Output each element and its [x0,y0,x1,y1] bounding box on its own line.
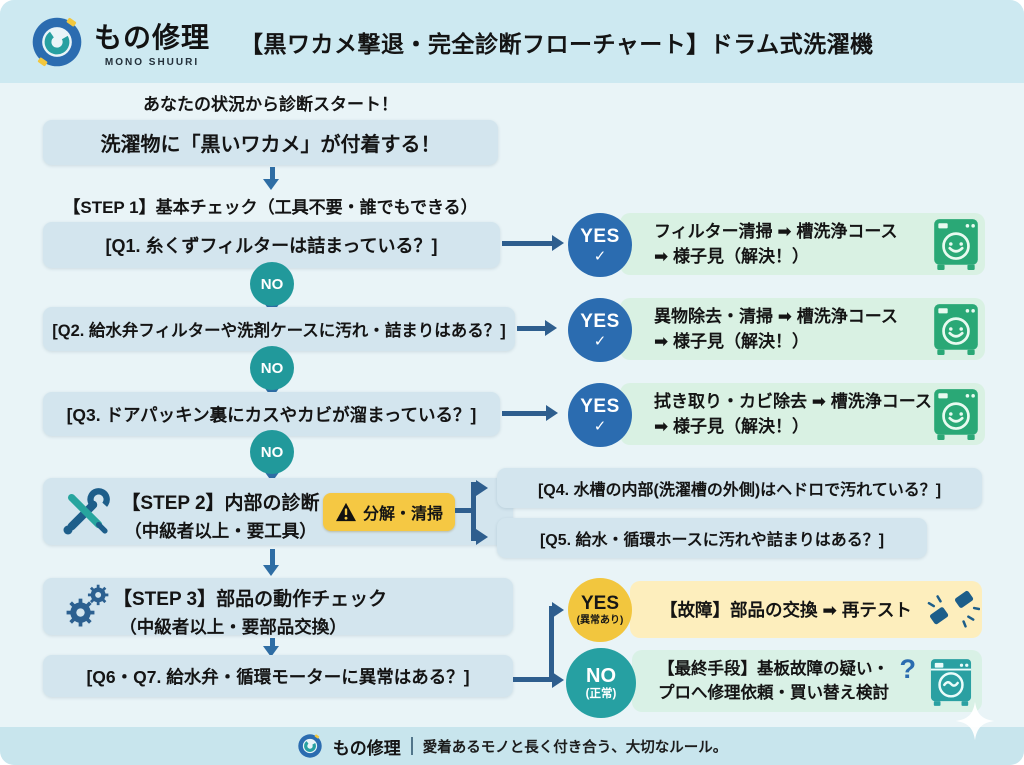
brand-name: もの修理 [94,21,211,53]
broken-part-icon [927,590,980,628]
no-label: NO [586,664,616,687]
connector-branch-vertical [471,482,476,541]
result-line: フィルター清掃 ➡ 槽洗浄コース [654,222,898,241]
result-line: ➡ 様子見（解決！） [654,332,809,351]
yes-label: YES [580,310,620,332]
washing-machine-happy-icon [934,389,978,440]
yes-sub-label: (異常あり) [576,614,624,626]
yes-badge-q3: YES ✓ [568,383,632,447]
arrow-right-icon [546,405,558,421]
arrow-right-icon [552,672,564,688]
connector-step3-q67 [270,638,275,646]
arrow-down-icon [264,471,280,482]
result-line: 異物除去・清掃 ➡ 槽洗浄コース [654,307,898,326]
yes-badge-q2: YES ✓ [568,298,632,362]
brand-logo-icon [32,17,82,66]
step3-subtitle: （中級者以上・要部品交換） [119,617,347,637]
fault-box: 【故障】部品の交換 ➡ 再テスト [630,581,982,638]
connector-q2-yes [517,326,547,331]
footer-brand: もの修理 [332,738,401,758]
question-box-q5: [Q5. 給水・循環ホースに汚れや詰まりはある？] [497,518,927,558]
question-mark-icon: ? [899,654,917,684]
result-box-q2: 異物除去・清掃 ➡ 槽洗浄コース ➡ 様子見（解決！） [620,298,985,360]
yes-fault-badge: YES (異常あり) [568,578,632,642]
connector-q67-branch [513,677,551,682]
footer: もの修理 愛着あるモノと長く付き合う、大切なルール。 [0,727,1024,765]
no-sub-label: (正常) [585,687,617,700]
gears-icon [66,584,109,627]
arrow-right-icon [545,320,557,336]
start-box: 洗濯物に「黒いワカメ」が付着する！ [43,120,498,165]
yes-label: YES [580,395,620,417]
arrow-right-icon [552,235,564,251]
question-box-q1: [Q1. 糸くずフィルターは詰まっている？] [43,222,500,268]
yes-label: YES [580,593,620,615]
result-line: ➡ 様子見（解決！） [654,247,809,266]
footer-logo-icon [298,734,322,758]
footer-divider [410,737,413,755]
yes-badge-q1: YES ✓ [568,213,632,277]
tools-icon [63,488,110,535]
question-box-q4: [Q4. 水槽の内部(洗濯槽の外側)はヘドロで汚れている？] [497,468,982,508]
question-box-q67: [Q6・Q7. 給水弁・循環モーターに異常はある？] [43,655,513,697]
question-box-q3: [Q3. ドアパッキン裏にカスやカビが溜まっている？] [43,392,500,436]
question-box-q2: [Q2. 給水弁フィルターや洗剤ケースに汚れ・詰まりはある？] [43,307,515,351]
connector-step2-branch [455,508,473,513]
washing-machine-happy-icon [934,304,978,355]
brand-block: もの修理 MONO SHUURI [94,16,210,68]
arrow-right-icon [552,602,564,618]
connector-branch-vertical [549,606,554,682]
no-badge-q2: NO [250,346,294,390]
footer-tagline: 愛着あるモノと長く付き合う、大切なルール。 [422,739,728,756]
brand-subtitle: MONO SHUURI [104,56,200,68]
step2-title: 【STEP 2】内部の診断 [121,493,320,514]
no-final-badge: NO (正常) [566,648,636,718]
warning-badge: 分解・清掃 [323,493,455,531]
connector-step2-step3 [270,549,275,565]
step3-title: 【STEP 3】部品の動作チェック [113,589,388,610]
fault-text: 【故障】部品の交換 ➡ 再テスト [660,600,912,620]
step1-label: 【STEP 1】基本チェック（工具不要・誰でもできる） [63,197,478,217]
connector-q3-yes [502,411,548,416]
step2-text: 【STEP 2】内部の診断 （中級者以上・要工具） [113,488,328,543]
warning-triangle-icon [335,502,356,522]
yes-label: YES [580,225,620,247]
result-box-q3: 拭き取り・カビ除去 ➡ 槽洗浄コース ➡ 様子見（解決！） [620,383,985,445]
connector-start-step1 [270,167,275,179]
result-line: ➡ 様子見（解決！） [654,417,809,436]
washing-machine-question-icon [930,659,972,706]
final-box: 【最終手段】基板故障の疑い・ プロへ修理依頼・買い替え検討 ? [632,650,982,712]
arrow-down-icon [263,565,279,576]
connector-q1-yes [502,241,554,246]
result-line: 拭き取り・カビ除去 ➡ 槽洗浄コース [654,392,932,411]
page-title: 【黒ワカメ撃退・完全診断フローチャート】ドラム式洗濯機 [240,30,874,57]
arrow-right-icon [476,480,488,496]
washing-machine-happy-icon [934,219,978,270]
step2-subtitle: （中級者以上・要工具） [124,521,317,541]
sparkle-icon [955,701,995,741]
check-icon: ✓ [593,247,607,265]
warning-badge-label: 分解・清掃 [362,506,443,523]
result-box-q1: フィルター清掃 ➡ 槽洗浄コース ➡ 様子見（解決！） [620,213,985,275]
step3-box: 【STEP 3】部品の動作チェック （中級者以上・要部品交換） [43,578,513,637]
arrow-down-icon [263,179,279,190]
start-hint: あなたの状況から診断スタート！ [143,94,398,114]
check-icon: ✓ [593,417,607,435]
no-badge-q1: NO [250,262,294,306]
arrow-down-icon [263,646,279,657]
arrow-right-icon [476,529,488,545]
step2-box: 【STEP 2】内部の診断 （中級者以上・要工具） 分解・清掃 [43,478,513,545]
final-line: 【最終手段】基板故障の疑い・ [658,660,889,678]
check-icon: ✓ [593,332,607,350]
step3-text: 【STEP 3】部品の動作チェック （中級者以上・要部品交換） [113,584,388,639]
no-badge-q3: NO [250,430,294,474]
final-line: プロへ修理依頼・買い替え検討 [658,684,889,702]
header: もの修理 MONO SHUURI 【黒ワカメ撃退・完全診断フローチャート】ドラム… [0,0,1024,83]
